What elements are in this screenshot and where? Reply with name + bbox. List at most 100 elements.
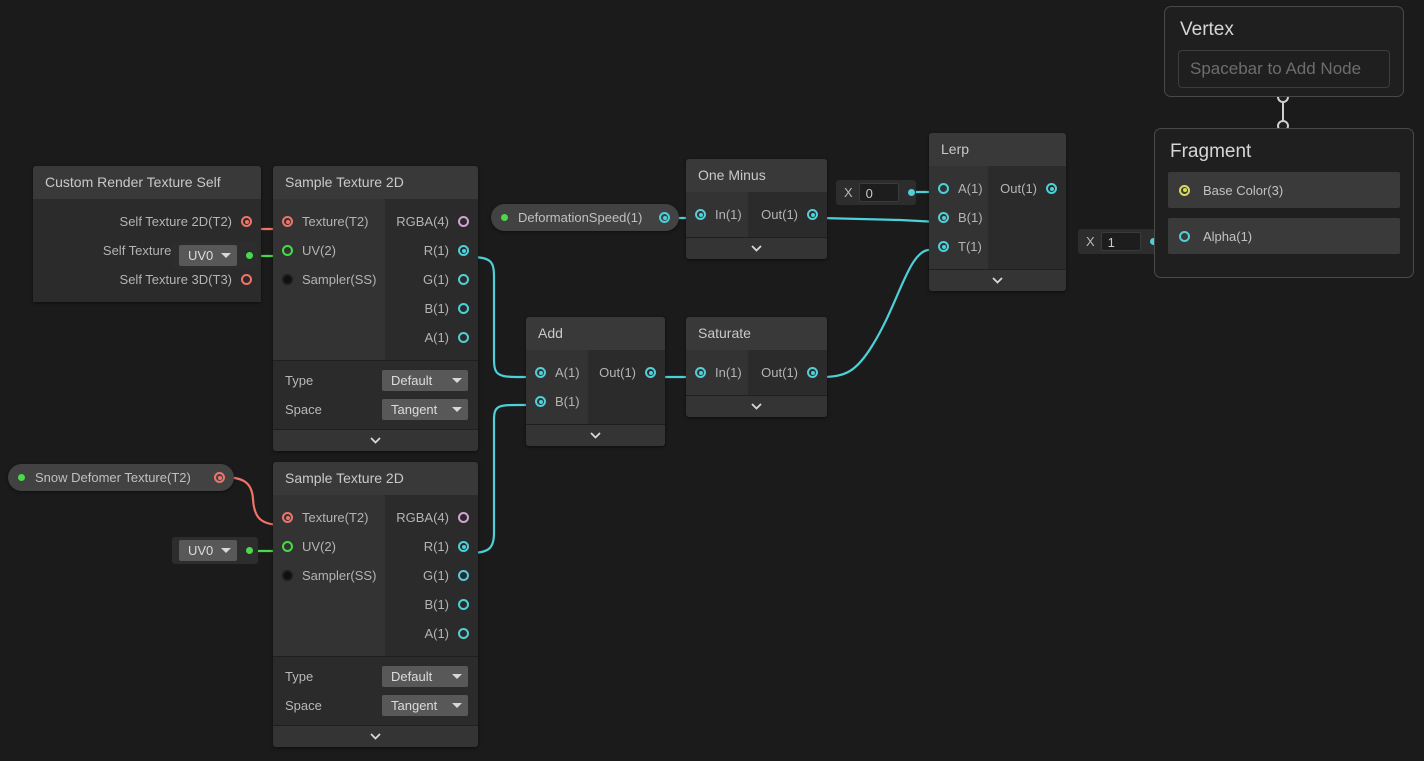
port-row-out[interactable]: Out(1) <box>748 200 827 229</box>
port-row-rgba[interactable]: RGBA(4) <box>385 503 478 532</box>
output-port-snow-deformer-texture[interactable] <box>214 472 225 483</box>
fragment-block-base-color[interactable]: Base Color(3) <box>1168 172 1400 208</box>
node-collapse-toggle[interactable] <box>273 725 478 748</box>
output-port-self-texture-3d[interactable] <box>241 274 252 286</box>
master-stack-fragment[interactable]: Fragment Base Color(3) Alpha(1) <box>1154 128 1414 278</box>
property-node-deformation-speed[interactable]: DeformationSpeed(1) <box>491 204 679 231</box>
type-dropdown[interactable]: Default <box>382 370 468 392</box>
fragment-block-alpha[interactable]: Alpha(1) <box>1168 218 1400 254</box>
port-row-uv[interactable]: UV(2) <box>273 532 385 561</box>
input-port-uv[interactable] <box>282 245 293 257</box>
input-port-in[interactable] <box>695 367 706 379</box>
input-port-alpha[interactable] <box>1179 230 1190 242</box>
input-port-a[interactable] <box>938 183 949 195</box>
output-port-a[interactable] <box>458 628 469 640</box>
port-row-g[interactable]: G(1) <box>385 561 478 590</box>
port-row-b[interactable]: B(1) <box>385 590 478 619</box>
port-row-in[interactable]: In(1) <box>686 358 748 387</box>
master-stack-vertex[interactable]: Vertex Spacebar to Add Node <box>1164 6 1404 97</box>
input-port-a[interactable] <box>535 367 546 379</box>
port-row-texture[interactable]: Texture(T2) <box>273 207 385 236</box>
float-input-lerp-a[interactable]: X 0 <box>836 180 916 205</box>
node-collapse-toggle[interactable] <box>273 429 478 452</box>
output-port-r[interactable] <box>458 541 469 553</box>
output-port-out[interactable] <box>807 367 818 379</box>
uv-dropdown-bottom[interactable]: UV0 <box>179 540 237 561</box>
input-port-b[interactable] <box>535 396 546 408</box>
space-dropdown[interactable]: Tangent <box>382 695 468 717</box>
node-collapse-toggle[interactable] <box>929 269 1066 292</box>
port-row-r[interactable]: R(1) <box>385 236 478 265</box>
input-port-base-color[interactable] <box>1179 184 1190 196</box>
port-row-self-texture-3d[interactable]: Self Texture 3D(T3) <box>33 265 261 294</box>
input-port-t[interactable] <box>938 241 949 253</box>
node-collapse-toggle[interactable] <box>686 237 827 260</box>
port-row-self-texture-2d[interactable]: Self Texture 2D(T2) <box>33 207 261 236</box>
output-port-a[interactable] <box>458 332 469 344</box>
setting-row-type[interactable]: Type Default <box>285 665 468 688</box>
setting-row-space[interactable]: Space Tangent <box>285 694 468 717</box>
input-port-texture[interactable] <box>282 512 293 524</box>
port-row-r[interactable]: R(1) <box>385 532 478 561</box>
output-port-r[interactable] <box>458 245 469 257</box>
output-port-out[interactable] <box>645 367 656 379</box>
float-value-field[interactable]: 0 <box>858 183 899 202</box>
port-row-uv[interactable]: UV(2) <box>273 236 385 265</box>
output-port-deformation-speed[interactable] <box>659 212 670 223</box>
port-row-a[interactable]: A(1) <box>385 619 478 648</box>
input-port-in[interactable] <box>695 209 706 221</box>
property-node-snow-deformer-texture[interactable]: Snow Defomer Texture(T2) <box>8 464 234 491</box>
port-row-a[interactable]: A(1) <box>929 174 988 203</box>
input-port-texture[interactable] <box>282 216 293 228</box>
input-port-b[interactable] <box>938 212 949 224</box>
float-input-alpha[interactable]: X 1 <box>1078 229 1158 254</box>
port-row-a[interactable]: A(1) <box>526 358 588 387</box>
node-custom-render-texture-self[interactable]: Custom Render Texture Self Self Texture … <box>33 166 261 303</box>
port-row-g[interactable]: G(1) <box>385 265 478 294</box>
node-sample-texture-2d-bottom[interactable]: Sample Texture 2D Texture(T2) UV(2) Samp… <box>273 462 478 748</box>
setting-row-type[interactable]: Type Default <box>285 369 468 392</box>
node-collapse-toggle[interactable] <box>526 424 665 447</box>
output-port-out[interactable] <box>807 209 818 221</box>
port-row-out[interactable]: Out(1) <box>988 174 1066 203</box>
port-row-sampler[interactable]: Sampler(SS) <box>273 561 385 590</box>
uv-output-dot-bottom[interactable] <box>246 547 253 554</box>
vertex-empty-hint[interactable]: Spacebar to Add Node <box>1178 50 1390 88</box>
output-port-rgba[interactable] <box>458 512 469 524</box>
port-row-rgba[interactable]: RGBA(4) <box>385 207 478 236</box>
output-port-rgba[interactable] <box>458 216 469 228</box>
output-port-b[interactable] <box>458 599 469 611</box>
port-row-b[interactable]: B(1) <box>929 203 988 232</box>
output-port-g[interactable] <box>458 274 469 286</box>
node-saturate[interactable]: Saturate In(1) Out(1) <box>686 317 827 418</box>
port-row-out[interactable]: Out(1) <box>748 358 827 387</box>
input-port-sampler[interactable] <box>282 570 293 582</box>
output-port-g[interactable] <box>458 570 469 582</box>
output-port-out[interactable] <box>1046 183 1057 195</box>
setting-row-space[interactable]: Space Tangent <box>285 398 468 421</box>
port-row-t[interactable]: T(1) <box>929 232 988 261</box>
port-row-in[interactable]: In(1) <box>686 200 748 229</box>
port-row-texture[interactable]: Texture(T2) <box>273 503 385 532</box>
uv-channel-widget-top[interactable]: UV0 <box>172 242 258 269</box>
input-port-sampler[interactable] <box>282 274 293 286</box>
node-lerp[interactable]: Lerp A(1) B(1) T(1) Out(1) <box>929 133 1066 292</box>
uv-output-dot-top[interactable] <box>246 252 253 259</box>
type-dropdown[interactable]: Default <box>382 666 468 688</box>
float-value-field[interactable]: 1 <box>1100 232 1141 251</box>
port-row-b[interactable]: B(1) <box>526 387 588 416</box>
float-output-dot[interactable] <box>1149 238 1157 245</box>
node-sample-texture-2d-top[interactable]: Sample Texture 2D Texture(T2) UV(2) Samp… <box>273 166 478 452</box>
uv-dropdown-top[interactable]: UV0 <box>179 245 237 266</box>
port-row-out[interactable]: Out(1) <box>588 358 665 387</box>
output-port-self-texture-2d[interactable] <box>241 216 252 228</box>
port-row-sampler[interactable]: Sampler(SS) <box>273 265 385 294</box>
input-port-uv[interactable] <box>282 541 293 553</box>
port-row-a[interactable]: A(1) <box>385 323 478 352</box>
float-output-dot[interactable] <box>907 189 915 196</box>
node-collapse-toggle[interactable] <box>686 395 827 418</box>
space-dropdown[interactable]: Tangent <box>382 399 468 421</box>
output-port-b[interactable] <box>458 303 469 315</box>
uv-channel-widget-bottom[interactable]: UV0 <box>172 537 258 564</box>
